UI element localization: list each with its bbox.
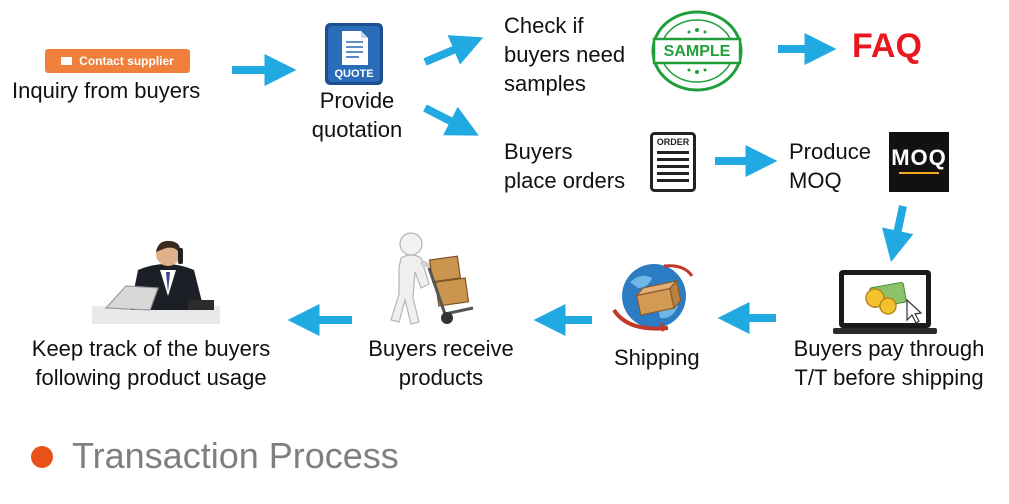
- laptop-payment-icon: [833, 270, 937, 336]
- orders-label: Buyers place orders: [504, 137, 625, 195]
- samples-line-2: buyers need: [504, 42, 626, 67]
- samples-label: Check if buyers need samples: [504, 11, 625, 98]
- receive-line-1: Buyers receive: [368, 336, 514, 361]
- payment-label: Buyers pay through T/T before shipping: [776, 334, 1002, 392]
- order-document-icon: ORDER: [650, 132, 696, 192]
- sample-stamp-icon: SAMPLE: [650, 10, 744, 92]
- quotation-line-1: Provide: [319, 88, 395, 113]
- bullet-dot-icon: [31, 446, 53, 468]
- shipping-label: Shipping: [614, 345, 700, 370]
- faq-label: FAQ: [852, 27, 922, 65]
- inquiry-label: Inquiry from buyers: [12, 78, 201, 103]
- moq-label: Produce MOQ: [789, 137, 871, 195]
- track-label: Keep track of the buyers following produ…: [6, 334, 296, 392]
- track-line-2: following product usage: [35, 365, 267, 390]
- order-doc-label: ORDER: [656, 137, 690, 147]
- payment-line-2: T/T before shipping: [794, 365, 984, 390]
- arrow-moq-to-pay: [882, 205, 914, 263]
- page-title: Transaction Process: [72, 435, 399, 476]
- moq-line-2: MOQ: [789, 168, 842, 193]
- contact-supplier-button: Contact supplier: [45, 49, 190, 73]
- moq-badge-label: MOQ: [891, 145, 947, 170]
- payment-line-1: Buyers pay through: [793, 336, 985, 361]
- quote-document-icon: QUOTE: [325, 23, 383, 85]
- receive-label: Buyers receive products: [345, 334, 537, 392]
- samples-line-1: Check if: [504, 13, 584, 38]
- orders-line-1: Buyers: [504, 139, 573, 164]
- contact-supplier-label: Contact supplier: [79, 54, 174, 68]
- arrow-quote-to-orders: [423, 104, 479, 136]
- quote-badge-label: QUOTE: [334, 68, 374, 80]
- envelope-icon: [61, 57, 73, 65]
- quotation-line-2: quotation: [311, 117, 403, 142]
- arrow-quote-to-samples: [423, 35, 484, 66]
- quotation-label: Provide quotation: [292, 86, 422, 144]
- delivery-man-icon: [385, 228, 485, 328]
- moq-badge-icon: MOQ: [889, 132, 949, 192]
- moq-line-1: Produce: [789, 139, 871, 164]
- businessman-phone-icon: [92, 236, 220, 324]
- samples-line-3: samples: [504, 71, 586, 96]
- orders-line-2: place orders: [504, 168, 626, 193]
- sample-stamp-label: SAMPLE: [663, 43, 731, 60]
- track-line-1: Keep track of the buyers: [31, 336, 271, 361]
- globe-shipping-icon: [608, 258, 704, 338]
- receive-line-2: products: [398, 365, 484, 390]
